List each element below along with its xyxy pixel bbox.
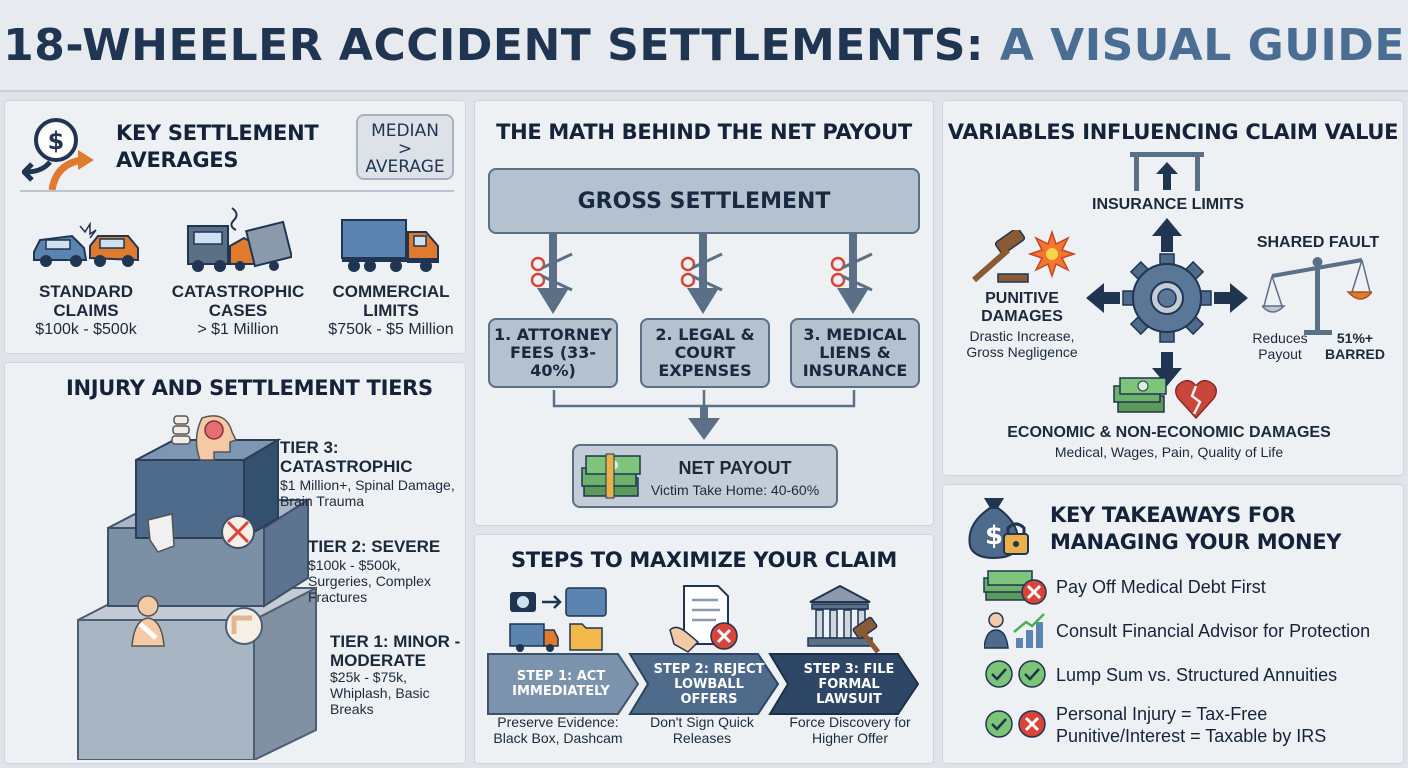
punitive-label: PUNITIVE DAMAGES (981, 290, 1063, 325)
deduction-legal: 2. LEGAL & COURT EXPENSES (640, 318, 770, 388)
steps-arrows (487, 653, 920, 715)
step1-arrow: STEP 1: ACT IMMEDIATELY (512, 669, 610, 699)
advisor-chart-icon (984, 612, 1045, 649)
tier1-desc: $25k - $75k, Whiplash, Basic Breaks (330, 669, 430, 717)
dollar-arrows-icon: $ (22, 118, 94, 191)
takeaway-3: Lump Sum vs. Structured Annuities (1056, 665, 1338, 685)
avg-standard-value: $100k - $500k (35, 321, 137, 338)
economic-label: ECONOMIC & NON-ECONOMIC DAMAGES (1007, 424, 1331, 441)
money-bag-lock-icon: $ (968, 498, 1029, 560)
cash-stack-icon (581, 453, 641, 499)
takeaways-panel (942, 484, 1404, 764)
evidence-icon (509, 587, 607, 652)
svg-text:$: $ (985, 521, 1003, 551)
tier1-name: TIER 1: MINOR - MODERATE (330, 632, 461, 670)
truck-crash-icon (187, 207, 292, 272)
takeaways-heading: KEY TAKEAWAYS FOR MANAGING YOUR MONEY (1050, 503, 1342, 554)
takeaway-4: Personal Injury = Tax-Free (1056, 704, 1268, 724)
car-crash-icon (33, 222, 139, 267)
median-badge: MEDIAN > AVERAGE (356, 114, 454, 180)
variables-heading: VARIABLES INFLUENCING CLAIM VALUE (947, 120, 1399, 144)
economic-desc: Medical, Wages, Pain, Quality of Life (1054, 444, 1284, 460)
step3-desc: Force Discovery for Higher Offer (789, 714, 911, 746)
avg-catastrophic-value: > $1 Million (197, 321, 279, 338)
math-arrows (530, 234, 873, 440)
semi-truck-icon (341, 219, 439, 272)
tier-pyramid (77, 415, 317, 760)
avg-catastrophic-label: CATASTROPHIC CASES (171, 282, 305, 320)
fault-reduces: Reduces Payout (1252, 330, 1308, 362)
gross-settlement-box: GROSS SETTLEMENT (488, 168, 920, 234)
check-check-icon (985, 660, 1046, 688)
punitive-desc: Drastic Increase, Gross Negligence (966, 328, 1078, 360)
avg-commercial-label: COMMERCIAL LIMITS (332, 282, 450, 320)
page-title: 18-WHEELER ACCIDENT SETTLEMENTS: A VISUA… (3, 19, 1405, 71)
fault-barred: 51%+ BARRED (1325, 330, 1385, 362)
net-payout-desc: Victim Take Home: 40-60% (650, 482, 820, 498)
deduction-attorney: 1. ATTORNEY FEES (33-40%) (488, 318, 618, 388)
insurance-limits-label: INSURANCE LIMITS (1092, 196, 1244, 213)
steps-heading: STEPS TO MAXIMIZE YOUR CLAIM (510, 548, 898, 572)
reject-document-icon (669, 585, 738, 653)
courthouse-gavel-icon (807, 584, 880, 654)
deduction-medical: 3. MEDICAL LIENS & INSURANCE (790, 318, 920, 388)
variables-diagram (1086, 152, 1248, 386)
cash-heart-icon (1113, 377, 1217, 420)
takeaway-5: Punitive/Interest = Taxable by IRS (1056, 726, 1327, 746)
step2-desc: Don't Sign Quick Releases (650, 714, 754, 746)
tier2-name: TIER 2: SEVERE (308, 537, 441, 556)
avg-standard-label: STANDARD CLAIMS (38, 282, 134, 320)
step3-arrow: STEP 3: FILE FORMAL LAWSUIT (803, 661, 895, 707)
net-payout-title: NET PAYOUT (678, 458, 792, 478)
tiers-heading: INJURY AND SETTLEMENT TIERS (66, 376, 433, 400)
takeaway-1: Pay Off Medical Debt First (1056, 577, 1266, 597)
check-x-icon (985, 710, 1046, 738)
takeaway-2: Consult Financial Advisor for Protection (1056, 621, 1371, 641)
step1-desc: Preserve Evidence: Black Box, Dashcam (493, 714, 623, 746)
svg-text:$: $ (48, 127, 65, 155)
avg-commercial-value: $750k - $5 Million (328, 321, 454, 338)
step2-arrow: STEP 2: REJECT LOWBALL OFFERS (653, 661, 765, 707)
title-bar: 18-WHEELER ACCIDENT SETTLEMENTS: A VISUA… (0, 0, 1408, 92)
shared-fault-label: SHARED FAULT (1256, 234, 1380, 251)
gavel-burst-icon (972, 230, 1077, 283)
divider (20, 190, 454, 192)
tier3-desc: $1 Million+, Spinal Damage, Brain Trauma (280, 477, 455, 509)
cash-x-icon (983, 570, 1047, 605)
tier2-desc: $100k - $500k, Surgeries, Complex Fractu… (308, 557, 431, 605)
averages-heading: KEY SETTLEMENT AVERAGES (116, 121, 319, 172)
math-heading: THE MATH BEHIND THE NET PAYOUT (496, 120, 912, 144)
tier3-name: TIER 3: CATASTROPHIC (280, 438, 413, 476)
scales-icon (1262, 257, 1372, 335)
